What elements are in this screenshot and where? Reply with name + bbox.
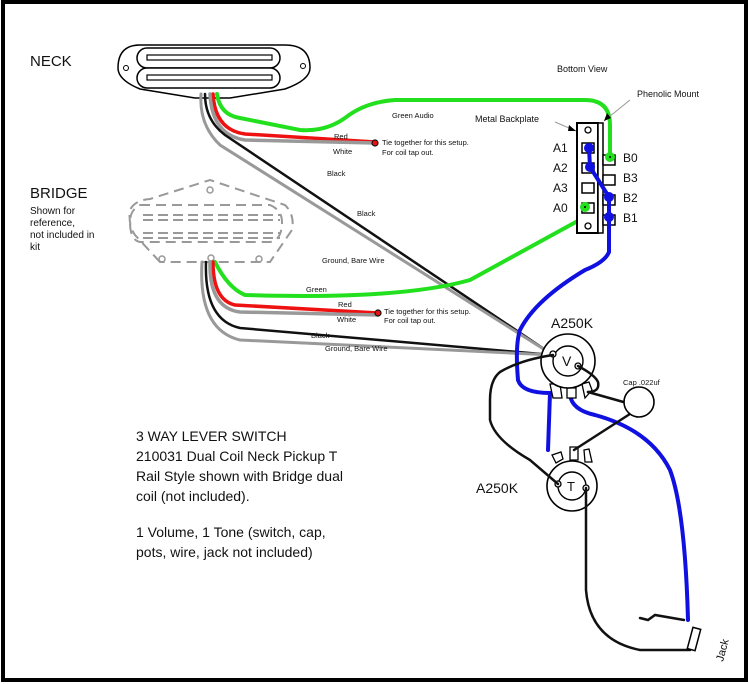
bottom-view-label: Bottom View [557, 64, 608, 74]
bridge-white-label: White [337, 315, 356, 324]
neck-green-audio-label: Green Audio [392, 111, 434, 120]
volume-pot-value: A250K [551, 315, 594, 331]
bridge-ground-label-top: Ground, Bare Wire [322, 256, 385, 265]
bridge-red-label: Red [338, 300, 352, 309]
description-line-1: 3 WAY LEVER SWITCH [136, 428, 287, 444]
bridge-note-line-1: Shown for [30, 206, 76, 217]
bridge-ground-label-bottom: Ground, Bare Wire [325, 344, 388, 353]
bridge-pickup [128, 178, 294, 263]
description-line-7: pots, wire, jack not included) [136, 544, 313, 560]
lug-b1: B1 [623, 211, 638, 225]
lug-b2: B2 [623, 191, 638, 205]
volume-pot [540, 333, 596, 400]
output-jack [686, 626, 702, 652]
lug-b0: B0 [623, 151, 638, 165]
neck-red-label: Red [334, 132, 348, 141]
bridge-wires [200, 215, 587, 357]
neck-wires [199, 92, 612, 357]
volume-pot-letter: V [562, 353, 572, 369]
switch-solder-points [580, 143, 615, 222]
tone-pot-letter: T [567, 479, 575, 494]
description-line-3: Rail Style shown with Bridge dual [136, 468, 343, 484]
blue-wires [514, 146, 690, 622]
description-line-6: 1 Volume, 1 Tone (switch, cap, [136, 524, 326, 540]
lug-a1: A1 [553, 141, 568, 155]
description-line-2: 210031 Dual Coil Neck Pickup T [136, 448, 338, 464]
bridge-pickup-holes [158, 186, 263, 263]
tone-pot-value: A250K [476, 480, 519, 496]
description-block: 3 WAY LEVER SWITCH 210031 Dual Coil Neck… [136, 428, 343, 560]
lug-a0: A0 [553, 201, 568, 215]
description-line-4: coil (not included). [136, 488, 250, 504]
jack-label: Jack [714, 637, 732, 662]
lug-a2: A2 [553, 161, 568, 175]
bridge-green-label: Green [306, 285, 327, 294]
neck-black-label-1: Black [327, 169, 346, 178]
neck-pickup [117, 44, 311, 99]
neck-white-label: White [333, 147, 352, 156]
neck-black-label-2: Black [357, 209, 376, 218]
bridge-tie-note-1: Tie together for this setup. [384, 307, 471, 316]
phenolic-mount-label: Phenolic Mount [637, 89, 700, 99]
tone-pot [546, 446, 598, 512]
metal-backplate-label: Metal Backplate [475, 114, 539, 124]
bridge-tie-note-2: For coil tap out. [384, 316, 436, 325]
lug-a3: A3 [553, 181, 568, 195]
lug-b3: B3 [623, 171, 638, 185]
neck-label: NECK [30, 53, 72, 70]
capacitor [623, 386, 655, 418]
neck-tie-note-2: For coil tap out. [382, 148, 434, 157]
bridge-note-line-3: not included in [30, 230, 95, 241]
bridge-note-line-2: reference, [30, 218, 75, 229]
neck-tie-note-1: Tie together for this setup. [382, 138, 469, 147]
cap-label: Cap .022uf [623, 378, 661, 387]
bridge-note-line-4: kit [30, 242, 40, 253]
bridge-black-label: Black [311, 331, 330, 340]
black-circuit-wires [488, 353, 692, 652]
bridge-label: BRIDGE [30, 185, 88, 202]
